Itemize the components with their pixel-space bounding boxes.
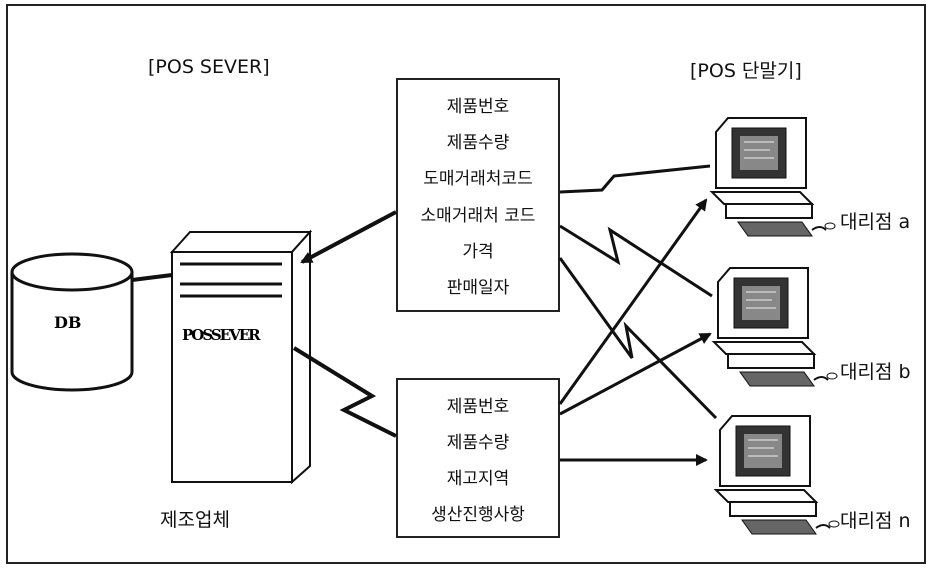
- server-tower-icon: POSSEVER: [169, 229, 313, 485]
- server-label: POSSEVER: [182, 326, 261, 344]
- inventory-field: 제품수량: [446, 432, 510, 453]
- inventory-to-terminal-a-arrow: [558, 198, 708, 405]
- manufacturer-label: 제조업체: [160, 509, 230, 531]
- computer-icon-n: [713, 415, 840, 535]
- sales-to-server-arrow: [300, 210, 397, 264]
- diagram-frame: [6, 4, 926, 564]
- inventory-field: 제품번호: [446, 396, 510, 417]
- sales-field: 제품수량: [446, 132, 510, 153]
- inventory-field: 생산진행사항: [431, 504, 525, 525]
- agency-label-n: 대리점 n: [840, 510, 911, 532]
- inventory-field: 재고지역: [446, 468, 510, 489]
- sales-field: 도매거래처코드: [423, 169, 533, 190]
- sales-field: 판매일자: [446, 278, 510, 299]
- pos-server-title: [POS SEVER]: [148, 56, 270, 78]
- computer-icon-a: [709, 117, 836, 237]
- database-icon: DB: [10, 252, 134, 392]
- db-server-link: [131, 273, 173, 282]
- db-label: DB: [54, 313, 81, 332]
- terminal-a-sales-link: [559, 164, 711, 194]
- sales-field: 제품번호: [446, 96, 510, 117]
- computer-icon-b: [711, 267, 838, 387]
- inventory-to-terminal-b-arrow: [559, 332, 712, 416]
- sales-field: 가격: [462, 241, 494, 262]
- agency-label-b: 대리점 b: [840, 361, 911, 383]
- terminal-b-sales-link: [559, 224, 713, 298]
- agency-label-a: 대리점 a: [840, 211, 911, 233]
- server-inventory-link: [292, 346, 397, 438]
- sales-data-box: 제품번호 제품수량 도매거래처코드 소매거래처 코드 가격 판매일자: [396, 78, 560, 312]
- inventory-data-box: 제품번호 제품수량 재고지역 생산진행사항: [396, 378, 560, 538]
- sales-field: 소매거래처 코드: [420, 205, 536, 226]
- terminal-n-sales-link: [558, 257, 718, 420]
- pos-terminal-title: [POS 단말기]: [690, 60, 802, 82]
